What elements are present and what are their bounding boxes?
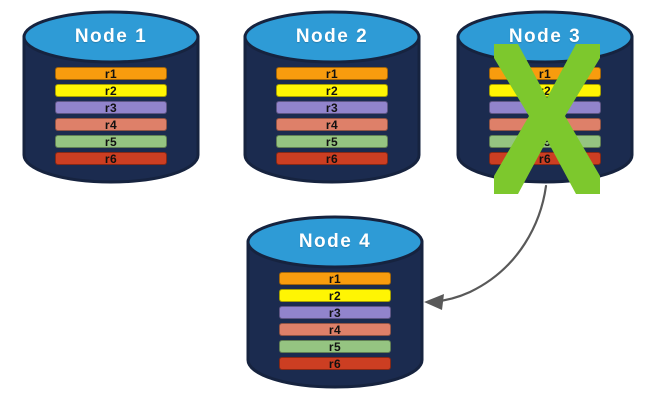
node-4-rows: r1 r2 r3 r4 r5 r6 [246,272,424,370]
row-label: r6 [104,151,118,166]
row-bar[interactable]: r5 [55,135,167,148]
row-label: r5 [104,134,118,149]
row-label: r5 [328,339,342,354]
row-bar[interactable]: r5 [276,135,388,148]
row-label: r1 [104,66,118,81]
row-bar[interactable]: r6 [276,152,388,165]
row-label: r3 [325,100,339,115]
row-label: r2 [325,83,339,98]
row-label: r5 [325,134,339,149]
row-bar[interactable]: r2 [55,84,167,97]
row-bar[interactable]: r2 [279,289,391,302]
row-label: r4 [104,117,118,132]
row-bar[interactable]: r4 [276,118,388,131]
row-bar[interactable]: r1 [55,67,167,80]
row-bar[interactable]: r4 [55,118,167,131]
row-bar[interactable]: r2 [276,84,388,97]
row-label: r3 [104,100,118,115]
row-label: r6 [325,151,339,166]
row-bar[interactable]: r6 [279,357,391,370]
node-2-rows: r1 r2 r3 r4 r5 r6 [243,67,421,165]
row-label: r1 [325,66,339,81]
row-bar[interactable]: r6 [55,152,167,165]
row-bar[interactable]: r3 [279,306,391,319]
row-bar[interactable]: r3 [55,101,167,114]
row-label: r4 [325,117,339,132]
row-label: r1 [328,271,342,286]
row-bar[interactable]: r4 [279,323,391,336]
row-bar[interactable]: r1 [276,67,388,80]
node-1-rows: r1 r2 r3 r4 r5 r6 [22,67,200,165]
row-bar[interactable]: r5 [279,340,391,353]
row-label: r3 [328,305,342,320]
row-label: r2 [328,288,342,303]
row-label: r2 [104,83,118,98]
row-label: r6 [328,356,342,371]
row-label: r4 [328,322,342,337]
row-bar[interactable]: r1 [279,272,391,285]
row-bar[interactable]: r3 [276,101,388,114]
